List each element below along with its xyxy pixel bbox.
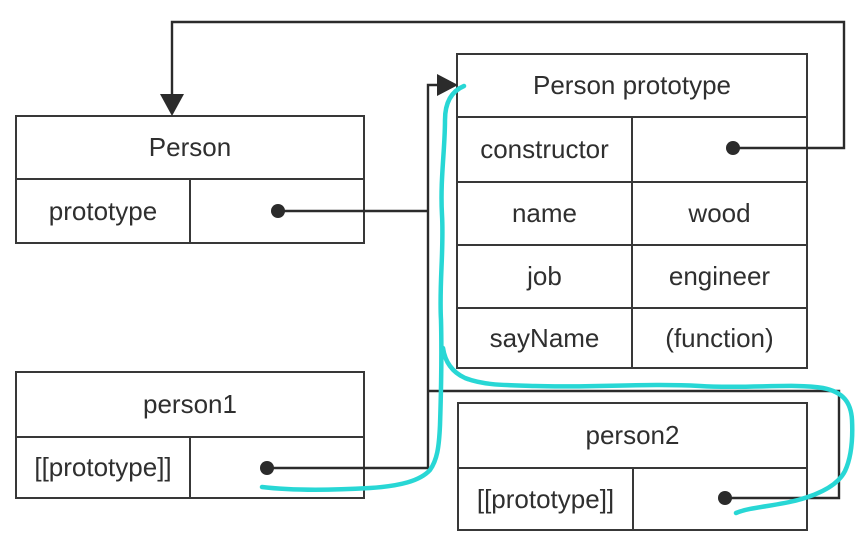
node-person-prototype: Person prototype constructor name wood j… (456, 53, 808, 369)
node-person2: person2 [[prototype]] (457, 402, 808, 531)
node-person1-title: person1 (17, 373, 363, 438)
constructor-value (633, 118, 806, 181)
node-person-prototype-label: prototype (17, 180, 191, 242)
name-label: name (458, 183, 633, 244)
node-person-prototype-row-constructor: constructor (458, 118, 806, 181)
constructor-label: constructor (458, 118, 633, 181)
name-value: wood (688, 198, 751, 228)
sayname-value: (function) (665, 322, 774, 353)
node-person-prototype-row-job: job engineer (458, 244, 806, 307)
person1-prototype-label: [[prototype]] (17, 438, 191, 497)
node-person-prototype-row-name: name wood (458, 181, 806, 244)
node-person-prototype-row-sayname: sayName (function) (458, 307, 806, 367)
arrowhead-down-icon (160, 94, 184, 116)
sayname-label: sayName (458, 309, 633, 367)
node-person2-row-prototype: [[prototype]] (459, 469, 806, 529)
merged-pointer-trunk-line (426, 83, 439, 469)
node-person-row-prototype: prototype (17, 180, 363, 242)
node-person-title: Person (17, 117, 363, 180)
node-person: Person prototype (15, 115, 365, 244)
job-label: job (458, 246, 633, 307)
person2-prototype-value (634, 469, 806, 529)
node-person-prototype-value (191, 180, 363, 242)
arrowhead-right-icon (437, 74, 458, 96)
node-person1: person1 [[prototype]] (15, 371, 365, 499)
node-person2-title: person2 (459, 404, 806, 469)
person2-prototype-label: [[prototype]] (459, 469, 634, 529)
job-value: engineer (668, 261, 771, 291)
person1-prototype-value (191, 438, 363, 497)
node-person1-row-prototype: [[prototype]] (17, 438, 363, 497)
node-person-prototype-title: Person prototype (458, 55, 806, 118)
